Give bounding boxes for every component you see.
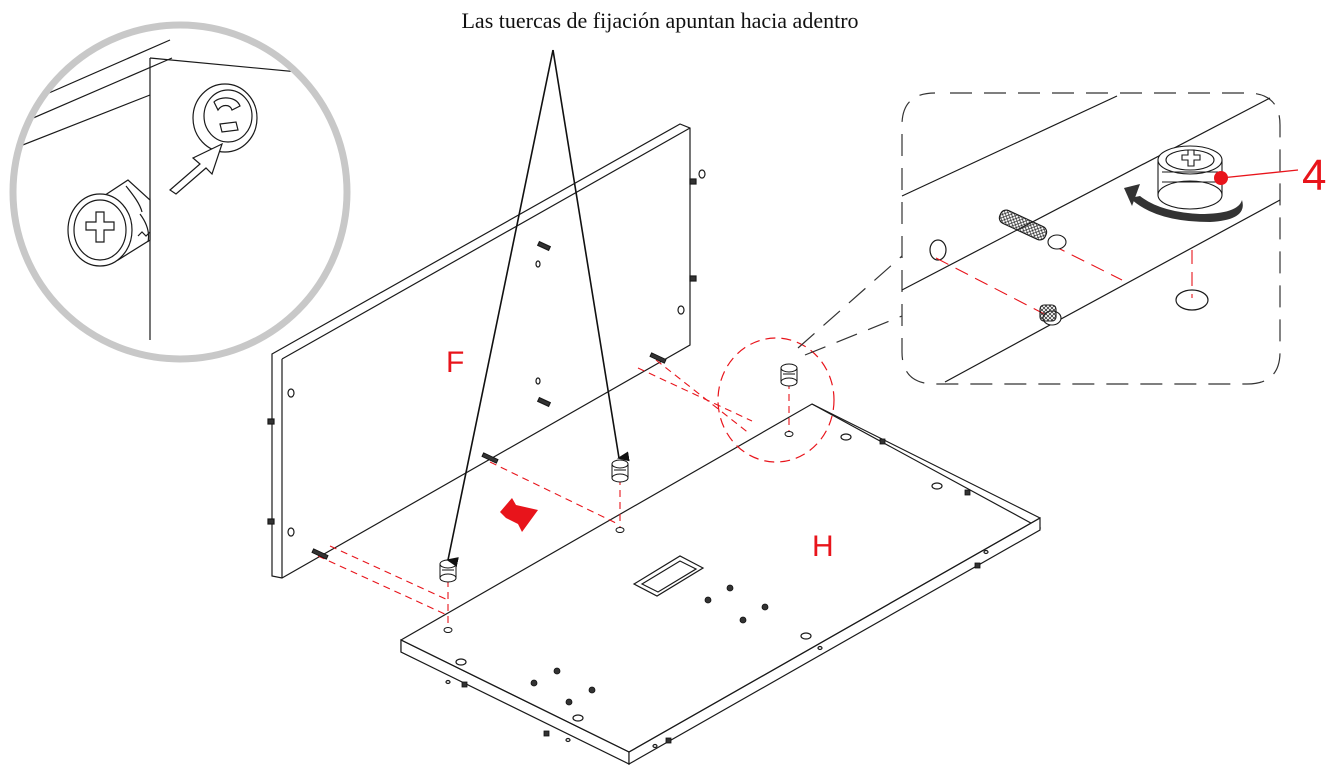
detail-circle-insert <box>9 21 351 363</box>
callout-arrows <box>446 49 630 567</box>
cam-bolts <box>311 352 667 560</box>
detail-highlight-circle <box>717 337 835 463</box>
panel-h-label: H <box>812 530 834 563</box>
push-arrow-icon <box>169 142 224 195</box>
cam-nut-3 <box>780 363 798 387</box>
alignment-guides <box>317 359 790 628</box>
zoom-detail-panel <box>797 92 1299 385</box>
step-number-label: 4 <box>1302 151 1326 200</box>
panel-f <box>267 123 706 579</box>
caption-text: Las tuercas de fijación apuntan hacia ad… <box>461 8 859 33</box>
cam-bolt-icon <box>998 209 1067 326</box>
panel-f-label: F <box>446 346 464 379</box>
cam-nut-1 <box>439 559 457 583</box>
cam-lock-nut-icon <box>1157 145 1223 210</box>
rotate-arrow-icon <box>1124 184 1243 222</box>
cam-nut-2 <box>611 459 629 483</box>
cam-nuts <box>439 363 798 633</box>
panel-h <box>400 403 1042 766</box>
slide-arrow-icon <box>500 498 538 532</box>
cam-insert-icon <box>67 179 151 267</box>
